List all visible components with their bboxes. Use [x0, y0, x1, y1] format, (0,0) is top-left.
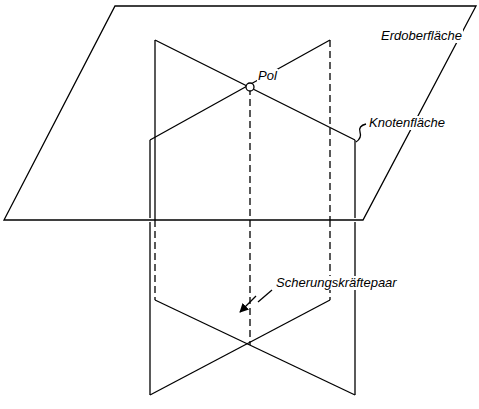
plane-edge	[154, 40, 155, 220]
plane-edge	[150, 300, 330, 395]
plane-edge	[155, 40, 355, 140]
plane-edge	[149, 222, 150, 395]
intersection-line	[249, 88, 250, 345]
plane-edge	[150, 40, 330, 140]
force-label: Scherungskräftepaar	[275, 276, 398, 290]
plane-label: Knotenfläche	[368, 116, 446, 130]
shear-arrow	[240, 296, 256, 312]
plane-edge	[155, 300, 355, 395]
plane-edge	[354, 222, 355, 395]
pole-marker	[246, 83, 254, 91]
plane-edge	[354, 140, 355, 218]
earth-surface	[4, 6, 476, 220]
hidden-edge	[329, 40, 330, 220]
hidden-edge	[154, 220, 155, 300]
surface-label: Erdoberfläche	[380, 29, 463, 43]
leader-line	[258, 290, 272, 302]
plane-edge	[149, 140, 150, 218]
pole-label: Pol	[257, 69, 278, 83]
leader-line	[356, 124, 366, 142]
